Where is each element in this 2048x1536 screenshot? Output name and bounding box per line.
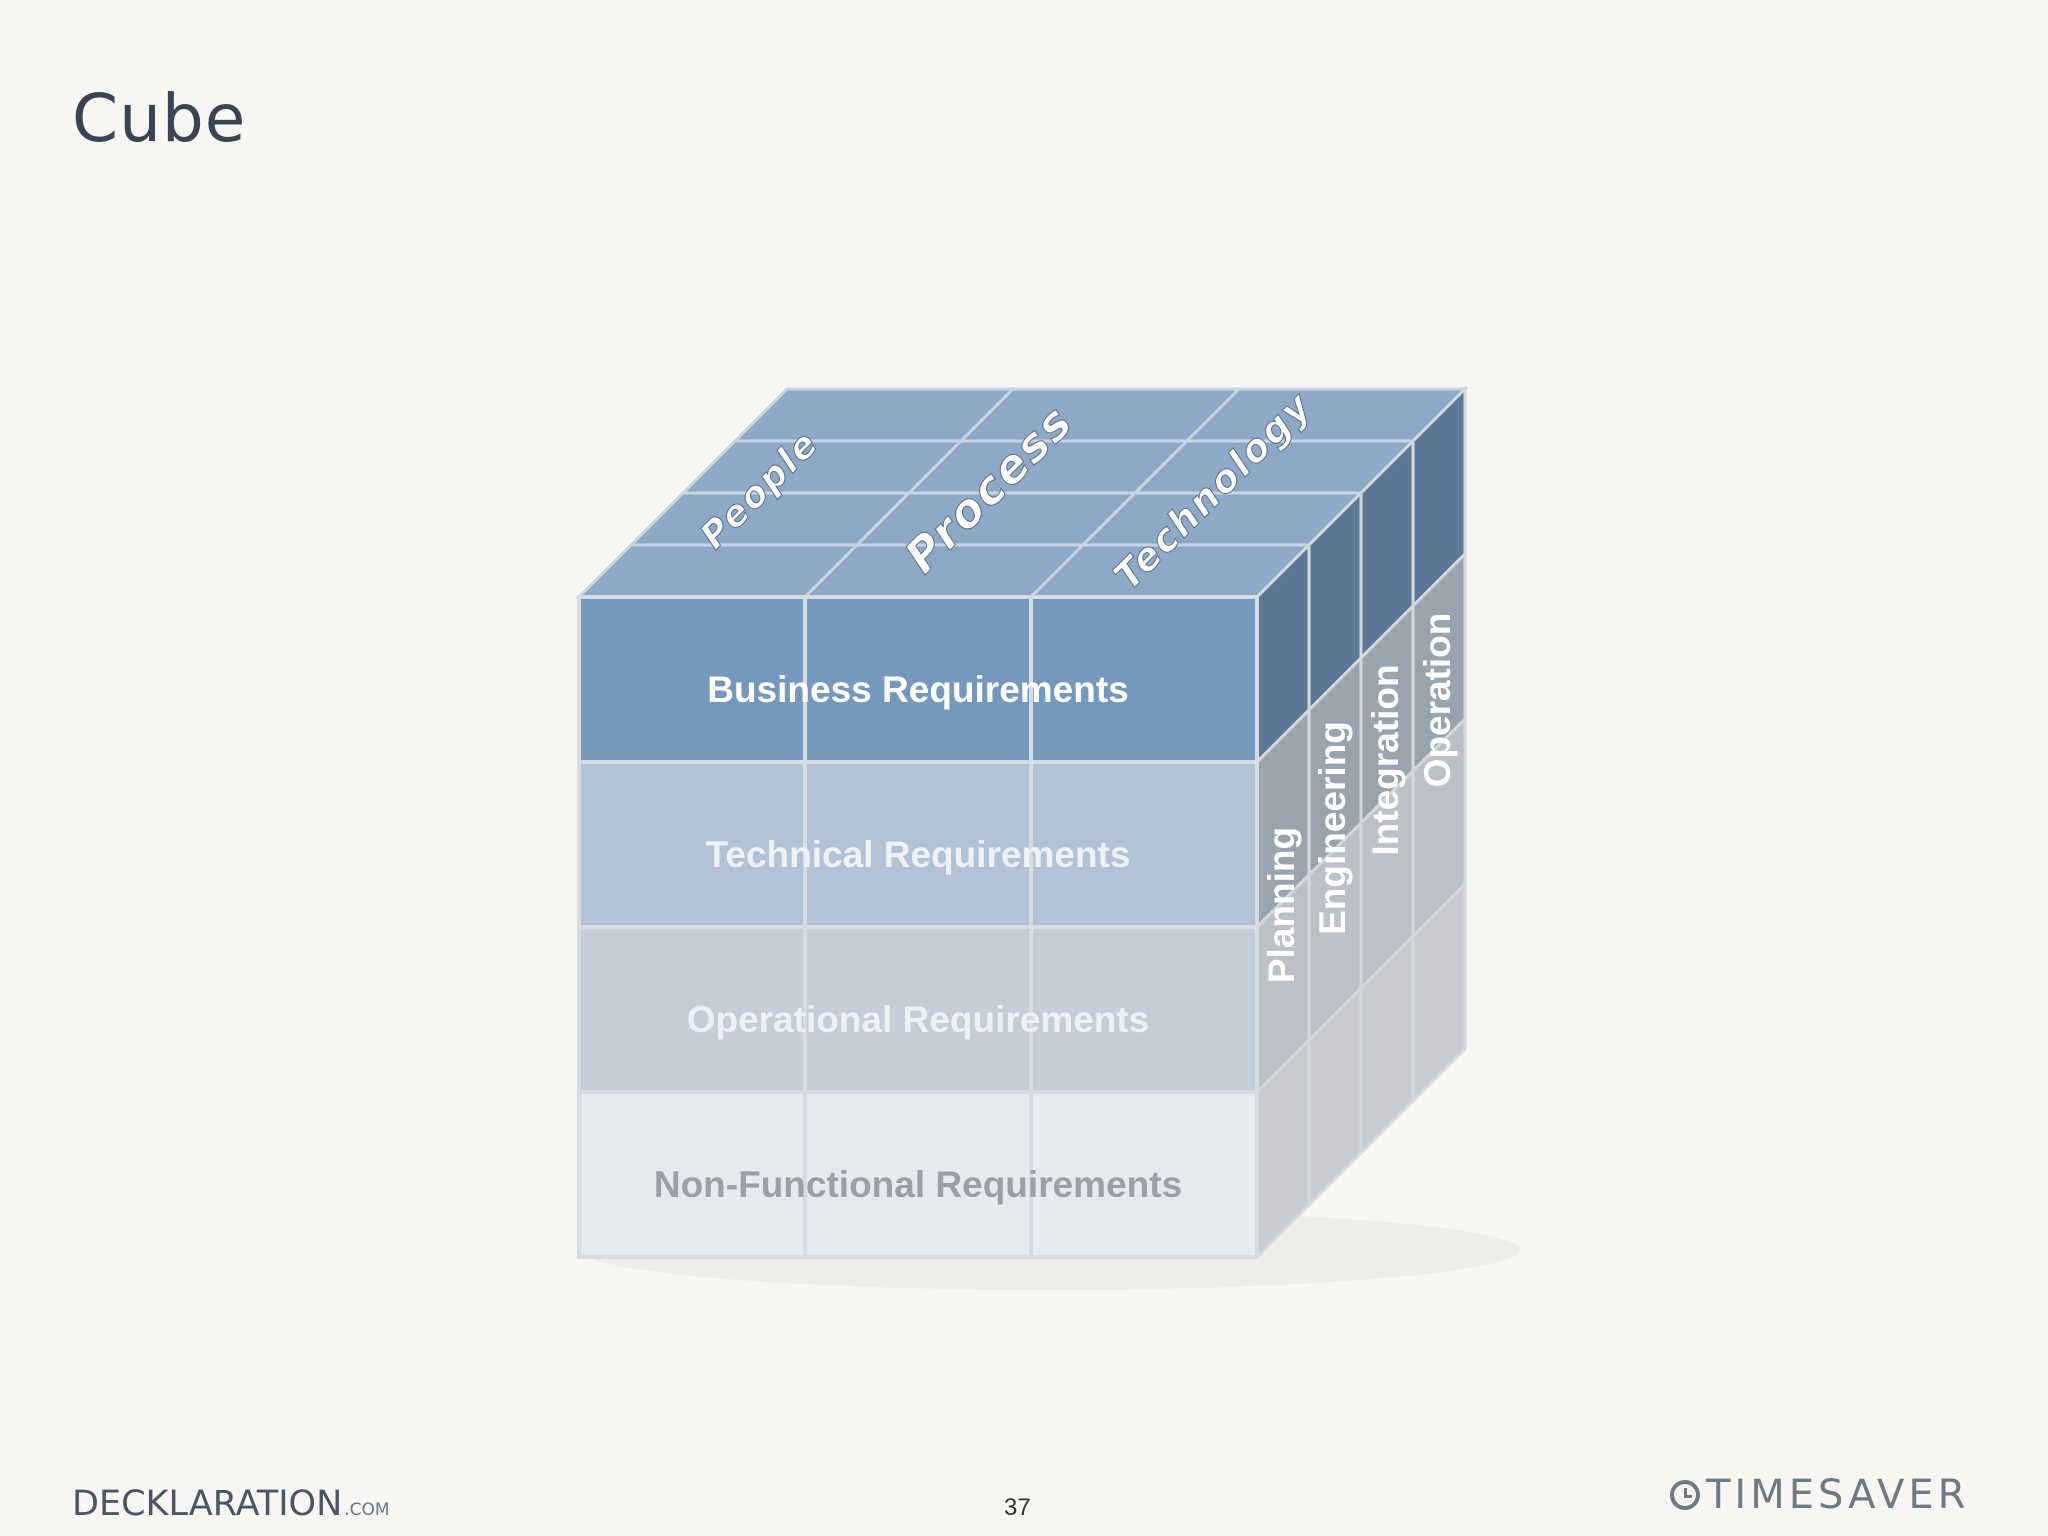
decklaration-logo: DECKLARATION.COM [72, 1484, 390, 1524]
front-cell [1029, 760, 1259, 929]
front-cell [577, 1090, 807, 1259]
layer-label: Business Requirements [707, 669, 1129, 710]
cube-front-face [577, 595, 1259, 1259]
decklaration-logo-suffix: .COM [344, 1500, 390, 1520]
timesaver-logo: TIMESAVER [1670, 1472, 1969, 1518]
front-cell [803, 925, 1033, 1094]
timesaver-logo-text: TIMESAVER [1706, 1472, 1970, 1518]
layer-label: Non-Functional Requirements [654, 1164, 1182, 1205]
front-cell [1029, 1090, 1259, 1259]
side-label: Planning [1261, 827, 1302, 983]
front-cell [1029, 595, 1259, 764]
cube-top-face [575, 387, 1469, 599]
page-title: Cube [72, 80, 247, 157]
layer-label: Operational Requirements [687, 999, 1150, 1040]
front-cell [577, 760, 807, 929]
side-label: Integration [1365, 664, 1406, 855]
front-cell [803, 760, 1033, 929]
slide-number: 37 [1004, 1494, 1031, 1521]
clock-icon [1670, 1480, 1700, 1510]
side-label: Operation [1417, 613, 1458, 788]
front-cell [1029, 925, 1259, 1094]
front-cell [803, 595, 1033, 764]
decklaration-logo-text: DECKLARATION [72, 1484, 343, 1524]
cube-side-face [1255, 385, 1467, 1261]
front-cell [803, 1090, 1033, 1259]
side-cell [1411, 880, 1467, 1105]
layer-label: Technical Requirements [706, 834, 1131, 875]
side-label: Engineering [1312, 721, 1353, 935]
